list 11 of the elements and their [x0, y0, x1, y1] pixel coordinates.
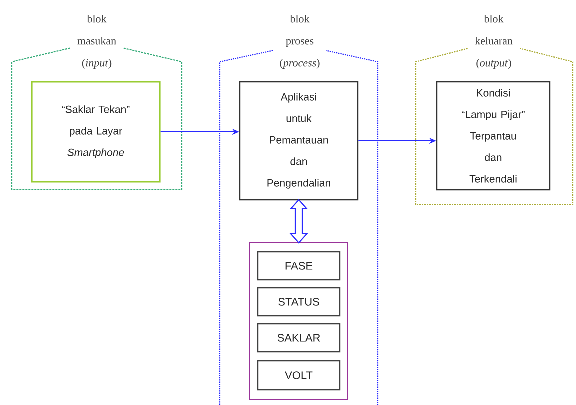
data-box: SAKLAR — [257, 323, 341, 353]
block-heading: blok keluaran (output) — [468, 14, 520, 70]
process-box: Kondisi “Lampu Pijar” Terpantau dan Terkendali — [436, 81, 551, 191]
process-box: Aplikasi untuk Pemantauan dan Pengendalian — [239, 81, 359, 201]
data-box: VOLT — [257, 360, 341, 391]
double-arrow — [290, 199, 308, 244]
input-box: “Saklar Tekan” pada Layar Smartphone — [31, 81, 161, 183]
block-heading: blok masukan (input) — [71, 14, 123, 70]
data-box: FASE — [257, 251, 341, 281]
data-box: STATUS — [257, 287, 341, 317]
block-heading: blok proses (process) — [274, 14, 326, 70]
